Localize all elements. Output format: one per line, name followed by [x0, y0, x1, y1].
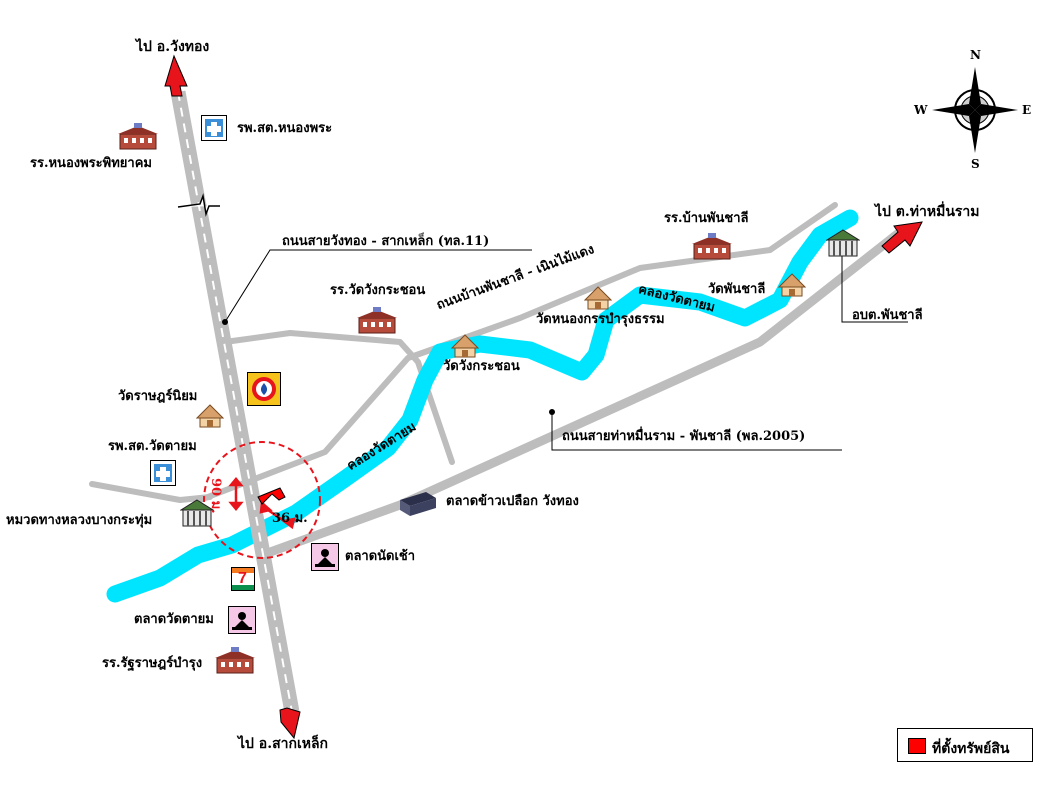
warehouse-icon	[400, 492, 436, 516]
label-tha-muen-ram-road: ถนนสายท่าหมื่นราม - พันชาลี (พล.2005)	[562, 429, 806, 444]
road-break-symbol	[177, 193, 220, 217]
main-highway	[170, 90, 300, 714]
compass-west: W	[914, 103, 928, 117]
secondary-roads	[89, 202, 838, 503]
road-phanchali	[197, 202, 838, 503]
label-nongphra-school: รร.หนองพระพิทยาคม	[30, 156, 152, 171]
school-icon	[118, 123, 158, 150]
school-icon	[357, 307, 397, 334]
school-icon	[692, 233, 732, 260]
legend-property-label: ที่ตั้งทรัพย์สิน	[932, 741, 1010, 757]
label-obt-phanchali: อบต.พันชาลี	[852, 308, 923, 323]
distance-arrows	[228, 477, 296, 530]
temple-icon	[196, 404, 224, 428]
destination-north: ไป อ.วังทอง	[136, 39, 210, 55]
label-wat-tayom-market: ตลาดวัดตายม	[134, 612, 214, 627]
destination-east: ไป ต.ท่าหมื่นราม	[875, 204, 980, 220]
map-legend: ที่ตั้งทรัพย์สิน	[897, 728, 1033, 762]
label-wat-phanchali: วัดพันชาลี	[708, 282, 766, 297]
label-rat-bamrung-school: รร.รัฐราษฎร์บำรุง	[102, 656, 203, 671]
label-rice-market: ตลาดข้าวเปลือก วังทอง	[446, 494, 579, 509]
arrow-north	[164, 54, 188, 97]
government-building-icon	[826, 229, 860, 257]
direction-arrows	[164, 54, 923, 740]
label-nongphra-hospital: รพ.สต.หนองพระ	[237, 121, 333, 136]
government-building-icon	[180, 499, 214, 527]
road-west-stub	[89, 481, 213, 503]
compass-south: S	[971, 157, 980, 171]
compass-north: N	[970, 48, 981, 62]
radius-circle	[203, 441, 321, 559]
hospital-icon	[150, 460, 176, 486]
label-wat-nong-kan: วัดหนองกรรบำรุงธรรม	[536, 312, 665, 327]
label-main-road: ถนนสายวังทอง - สากเหล็ก (ทล.11)	[282, 234, 490, 249]
temple-icon	[451, 334, 479, 358]
compass-east: E	[1022, 103, 1032, 117]
market-icon	[228, 606, 256, 634]
destination-south: ไป อ.สากเหล็ก	[238, 736, 329, 752]
label-nat-chao-market: ตลาดนัดเช้า	[345, 549, 416, 564]
school-icon	[215, 647, 255, 674]
seven-eleven-icon: 7	[231, 567, 255, 591]
road-connector-west	[222, 330, 455, 465]
arrow-south-shape	[279, 707, 301, 740]
market-icon	[311, 543, 339, 571]
arrow-east	[881, 221, 923, 254]
temple-icon	[778, 273, 806, 297]
property-marker	[257, 487, 286, 505]
label-wat-rat-niyom: วัดราษฎร์นิยม	[118, 389, 198, 404]
seven-eleven-label: 7	[238, 570, 247, 587]
label-wat-wang-krachon: วัดวังกระชอน	[443, 359, 520, 374]
label-highway-unit: หมวดทางหลวงบางกระทุ่ม	[6, 513, 153, 528]
canal-wat-tayom	[106, 209, 859, 603]
compass-rose: N S W E	[910, 45, 1031, 175]
legend-property-swatch	[908, 738, 926, 754]
road-tha-muen-ram	[257, 227, 905, 560]
label-phanchali-school: รร.บ้านพันชาลี	[664, 211, 749, 226]
hospital-icon	[201, 115, 227, 141]
label-wat-wang-krachon-school: รร.วัดวังกระชอน	[330, 283, 426, 298]
label-wat-tayom-hospital: รพ.สต.วัดตายม	[108, 439, 197, 454]
distance-36m: 36 ม.	[272, 511, 308, 526]
compass-icon	[932, 67, 1018, 153]
leader-lines	[224, 249, 908, 451]
distance-90m: 90 ม.	[208, 478, 223, 514]
gas-station-icon	[247, 372, 281, 406]
temple-icon	[584, 286, 612, 310]
